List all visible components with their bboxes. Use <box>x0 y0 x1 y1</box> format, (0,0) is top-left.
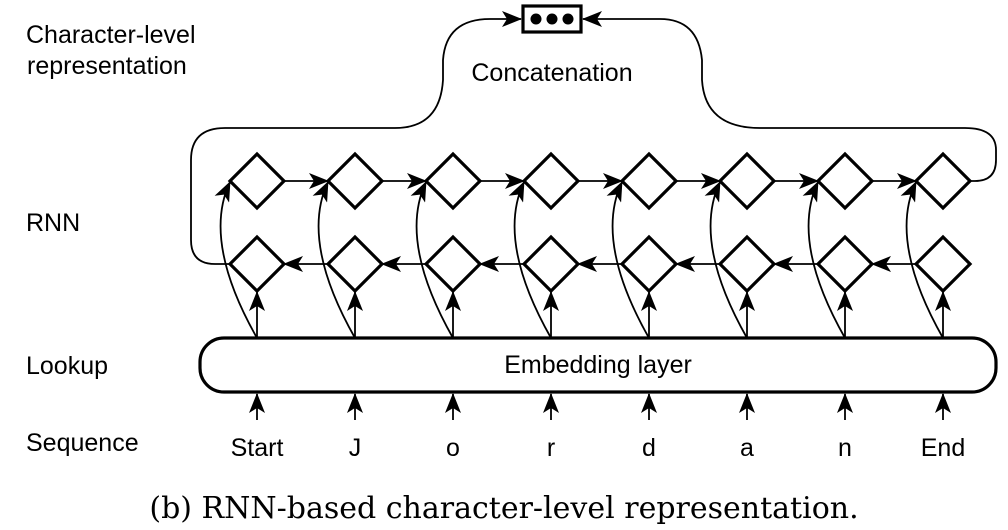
embedding-layer <box>198 336 998 394</box>
forward-rnn-cell <box>227 151 287 211</box>
forward-rnn-cell <box>717 151 777 211</box>
sequence-token: J <box>349 434 362 462</box>
dot-icon <box>562 13 574 25</box>
forward-rnn-cell <box>619 151 679 211</box>
backward-rnn-cell <box>423 234 483 294</box>
sequence-token: a <box>740 434 754 462</box>
embedding-to-forward-arrow <box>802 181 846 339</box>
backward-rnn-cell <box>521 234 581 294</box>
sequence-token: r <box>547 434 555 462</box>
row-label-representation-2: representation <box>27 52 187 80</box>
sequence-token: Start <box>231 434 284 462</box>
backward-rnn-cell <box>913 234 973 294</box>
dot-icon <box>546 13 558 25</box>
forward-output-connector <box>582 10 997 182</box>
embedding-to-forward-arrow <box>606 181 650 339</box>
backward-rnn-cell <box>717 234 777 294</box>
embedding-to-forward-arrow <box>704 181 748 339</box>
sequence-token: End <box>921 434 965 462</box>
row-label-lookup: Lookup <box>26 352 108 380</box>
forward-rnn-cell <box>325 151 385 211</box>
backward-rnn-cell <box>815 234 875 294</box>
embedding-to-forward-arrow <box>900 181 944 339</box>
forward-rnn-cell <box>913 151 973 211</box>
forward-rnn-cell <box>815 151 875 211</box>
concatenation-vector <box>521 4 583 34</box>
backward-output-connector <box>190 11 522 265</box>
forward-rnn-cell <box>423 151 483 211</box>
forward-rnn-cell <box>521 151 581 211</box>
backward-rnn-cell <box>325 234 385 294</box>
embedding-to-forward-arrow <box>508 181 552 339</box>
row-label-sequence: Sequence <box>26 429 139 457</box>
concatenation-label: Concatenation <box>471 59 632 87</box>
backward-rnn-cell <box>227 234 287 294</box>
embedding-to-forward-arrow <box>410 181 454 339</box>
backward-rnn-cell <box>619 234 679 294</box>
row-label-representation-1: Character-level <box>26 21 196 49</box>
dot-icon <box>530 13 542 25</box>
sequence-token: d <box>642 434 656 462</box>
sequence-token: o <box>446 434 460 462</box>
embedding-to-forward-arrow <box>312 181 356 339</box>
embedding-layer-label: Embedding layer <box>504 351 692 379</box>
row-label-rnn: RNN <box>26 209 80 237</box>
embedding-to-forward-arrow <box>214 181 258 339</box>
figure-caption: (b) RNN-based character-level representa… <box>149 491 858 526</box>
sequence-token: n <box>838 434 852 462</box>
